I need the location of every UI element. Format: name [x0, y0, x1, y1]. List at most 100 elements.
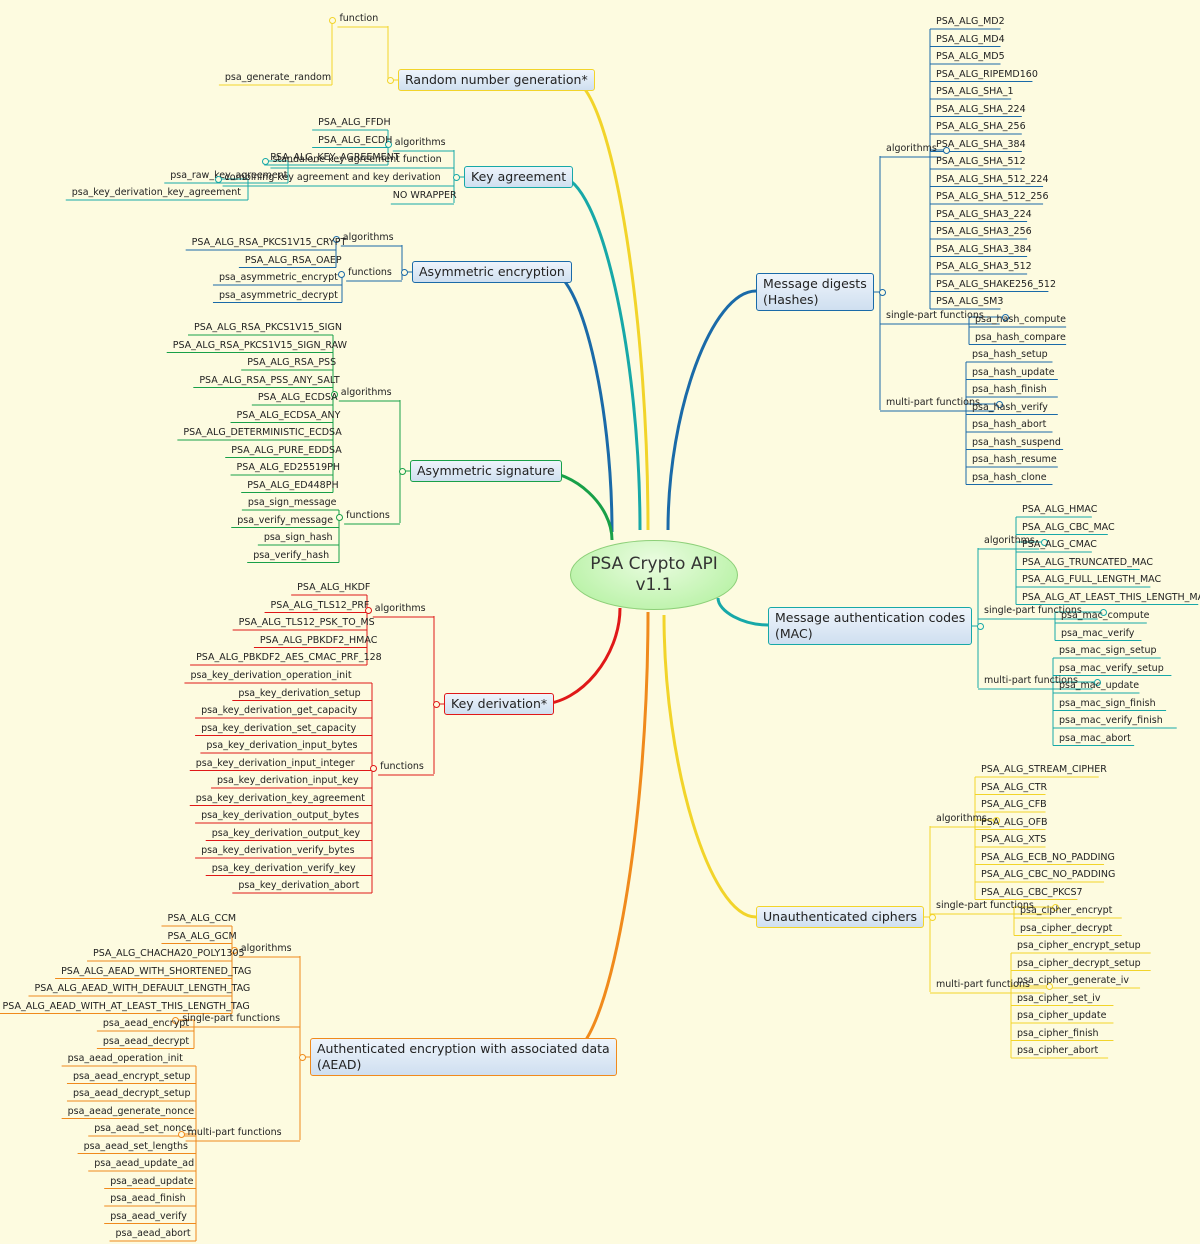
- leaf-item[interactable]: psa_key_derivation_setup: [238, 687, 361, 699]
- group-ka-3[interactable]: NO WRAPPER: [392, 190, 457, 201]
- collapse-toggle-icon[interactable]: [338, 271, 346, 278]
- leaf-item[interactable]: PSA_ALG_STREAM_CIPHER: [981, 764, 1107, 775]
- leaf-item[interactable]: PSA_ALG_ED448PH: [247, 479, 339, 491]
- leaf-item[interactable]: PSA_ALG_TRUNCATED_MAC: [1022, 556, 1153, 568]
- leaf-item[interactable]: PSA_ALG_SHA3_384: [936, 243, 1032, 255]
- leaf-item[interactable]: psa_key_derivation_output_bytes: [201, 810, 360, 821]
- leaf-item[interactable]: PSA_ALG_AT_LEAST_THIS_LENGTH_MAC: [1022, 591, 1200, 603]
- collapse-toggle-icon[interactable]: [384, 141, 392, 148]
- collapse-toggle-icon[interactable]: [364, 607, 372, 614]
- leaf-item[interactable]: psa_key_derivation_operation_init: [190, 670, 352, 681]
- leaf-item[interactable]: PSA_ALG_MD2: [936, 16, 1005, 27]
- collapse-toggle-icon[interactable]: [1051, 904, 1059, 911]
- leaf-item[interactable]: psa_cipher_finish: [1017, 1027, 1099, 1039]
- leaf-item[interactable]: PSA_ALG_CCM: [167, 913, 237, 924]
- group-uc-0[interactable]: algorithms: [936, 813, 987, 824]
- leaf-item[interactable]: PSA_ALG_OFB: [981, 816, 1048, 828]
- leaf-item[interactable]: psa_aead_decrypt_setup: [72, 1088, 191, 1099]
- leaf-item[interactable]: psa_hash_update: [972, 366, 1055, 378]
- collapse-toggle-icon[interactable]: [1094, 679, 1102, 686]
- collapse-toggle-icon[interactable]: [262, 158, 270, 165]
- leaf-item[interactable]: PSA_ALG_RSA_PKCS1V15_SIGN_RAW: [172, 339, 347, 351]
- leaf-item[interactable]: psa_mac_verify_finish: [1059, 715, 1163, 726]
- group-uc-1[interactable]: single-part functions: [936, 900, 1034, 911]
- leaf-item[interactable]: PSA_ALG_CBC_NO_PADDING: [981, 869, 1116, 880]
- leaf-item[interactable]: PSA_ALG_CBC_PKCS7: [981, 886, 1083, 898]
- leaf-item[interactable]: psa_mac_verify_setup: [1059, 662, 1164, 674]
- leaf-item[interactable]: psa_aead_decrypt: [102, 1035, 190, 1047]
- collapse-toggle-icon[interactable]: [401, 269, 408, 276]
- leaf-item[interactable]: psa_cipher_update: [1017, 1010, 1107, 1021]
- leaf-item[interactable]: psa_key_derivation_input_integer: [195, 757, 355, 769]
- leaf-item[interactable]: PSA_ALG_ECDSA: [257, 392, 338, 403]
- leaf-item[interactable]: psa_asymmetric_decrypt: [218, 289, 338, 301]
- group-md-0[interactable]: algorithms: [886, 143, 937, 154]
- group-mac-1[interactable]: single-part functions: [984, 605, 1082, 616]
- leaf-item[interactable]: PSA_ALG_PBKDF2_AES_CMAC_PRF_128: [196, 652, 382, 663]
- topic-as[interactable]: Asymmetric signature: [410, 460, 562, 482]
- leaf-item[interactable]: PSA_ALG_HKDF: [297, 582, 371, 593]
- group-aead-1[interactable]: single-part functions: [182, 1013, 281, 1024]
- leaf-item[interactable]: psa_mac_abort: [1059, 732, 1131, 744]
- leaf-item[interactable]: PSA_ALG_DETERMINISTIC_ECDSA: [183, 427, 342, 438]
- leaf-item[interactable]: PSA_ALG_CHACHA20_POLY1305: [93, 948, 245, 959]
- collapse-toggle-icon[interactable]: [214, 176, 222, 183]
- leaf-item[interactable]: PSA_ALG_SM3: [936, 296, 1004, 307]
- leaf-item[interactable]: PSA_ALG_TLS12_PRF: [270, 599, 370, 611]
- leaf-item[interactable]: psa_key_derivation_set_capacity: [201, 722, 357, 734]
- leaf-item[interactable]: PSA_ALG_SHA_1: [936, 86, 1014, 97]
- leaf-item[interactable]: PSA_ALG_CTR: [981, 781, 1048, 793]
- topic-aead[interactable]: Authenticated encryption with associated…: [310, 1038, 617, 1076]
- collapse-toggle-icon[interactable]: [370, 765, 378, 772]
- leaf-item[interactable]: psa_hash_abort: [972, 419, 1047, 430]
- group-as-1[interactable]: functions: [346, 510, 390, 521]
- leaf-item[interactable]: PSA_ALG_SHA_512: [936, 156, 1026, 167]
- leaf-item[interactable]: psa_aead_update: [110, 1175, 194, 1187]
- leaf-item[interactable]: psa_aead_verify: [110, 1210, 187, 1222]
- leaf-item[interactable]: psa_cipher_encrypt: [1020, 905, 1113, 916]
- leaf-item[interactable]: PSA_ALG_TLS12_PSK_TO_MS: [238, 617, 375, 628]
- leaf-item[interactable]: psa_cipher_encrypt_setup: [1017, 940, 1141, 951]
- leaf-item[interactable]: psa_key_derivation_input_bytes: [206, 740, 358, 751]
- leaf-item[interactable]: psa_key_derivation_output_key: [211, 827, 361, 839]
- leaf-item[interactable]: psa_cipher_decrypt: [1020, 922, 1113, 934]
- collapse-toggle-icon[interactable]: [177, 1131, 185, 1138]
- group-ae-1[interactable]: functions: [348, 267, 392, 278]
- leaf-item[interactable]: PSA_ALG_RSA_OAEP: [244, 254, 342, 266]
- leaf-item[interactable]: psa_mac_verify: [1061, 627, 1135, 639]
- leaf-item[interactable]: PSA_ALG_HMAC: [1022, 504, 1098, 515]
- leaf-item[interactable]: PSA_ALG_FFDH: [318, 117, 391, 128]
- leaf-item[interactable]: psa_aead_finish: [110, 1193, 186, 1204]
- leaf-item[interactable]: PSA_ALG_SHA3_256: [936, 226, 1032, 237]
- leaf-item[interactable]: PSA_ALG_CBC_MAC: [1022, 521, 1115, 533]
- leaf-item[interactable]: psa_verify_hash: [253, 549, 330, 561]
- leaf-item[interactable]: PSA_ALG_ECB_NO_PADDING: [981, 851, 1115, 863]
- collapse-toggle-icon[interactable]: [1099, 609, 1107, 616]
- topic-mac[interactable]: Message authentication codes(MAC): [768, 607, 973, 645]
- leaf-item[interactable]: PSA_ALG_FULL_LENGTH_MAC: [1022, 574, 1162, 585]
- leaf-item[interactable]: psa_aead_encrypt: [102, 1018, 190, 1029]
- leaf-item[interactable]: psa_aead_set_nonce: [94, 1123, 193, 1134]
- leaf-item[interactable]: psa_key_derivation_abort: [238, 880, 360, 891]
- leaf-item[interactable]: psa_mac_compute: [1061, 610, 1150, 621]
- leaf-item[interactable]: psa_hash_clone: [972, 471, 1047, 483]
- leaf-item[interactable]: PSA_ALG_AEAD_WITH_DEFAULT_LENGTH_TAG: [34, 983, 251, 994]
- leaf-item[interactable]: psa_key_derivation_verify_key: [211, 862, 356, 874]
- collapse-toggle-icon[interactable]: [453, 174, 460, 181]
- collapse-toggle-icon[interactable]: [1046, 983, 1054, 990]
- leaf-item[interactable]: psa_mac_update: [1059, 680, 1140, 691]
- group-rng-0[interactable]: function: [339, 13, 379, 24]
- group-md-2[interactable]: multi-part functions: [886, 397, 980, 408]
- leaf-item[interactable]: psa_sign_hash: [263, 532, 333, 543]
- leaf-item[interactable]: PSA_ALG_SHA_384: [936, 138, 1026, 150]
- leaf-item[interactable]: PSA_ALG_SHA3_512: [936, 261, 1032, 272]
- collapse-toggle-icon[interactable]: [330, 391, 338, 398]
- collapse-toggle-icon[interactable]: [1041, 539, 1049, 546]
- leaf-item[interactable]: psa_key_derivation_verify_bytes: [201, 845, 355, 856]
- leaf-item[interactable]: PSA_ALG_AEAD_WITH_AT_LEAST_THIS_LENGTH_T…: [2, 1000, 250, 1012]
- leaf-item[interactable]: psa_cipher_abort: [1017, 1045, 1099, 1056]
- collapse-toggle-icon[interactable]: [399, 468, 406, 475]
- collapse-toggle-icon[interactable]: [993, 817, 1001, 824]
- leaf-item[interactable]: psa_key_derivation_key_agreement: [195, 792, 365, 804]
- topic-ka[interactable]: Key agreement: [464, 166, 574, 188]
